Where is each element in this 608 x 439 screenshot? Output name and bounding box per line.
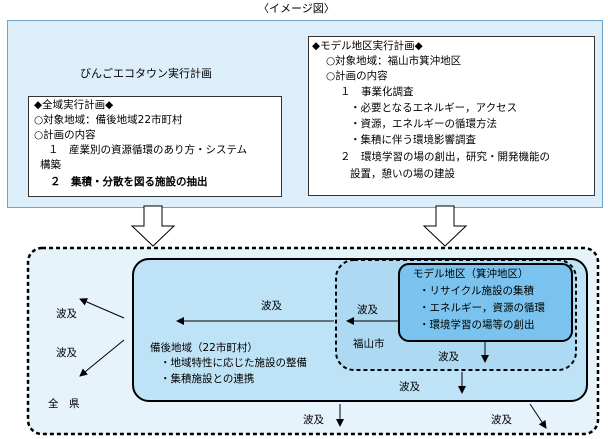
- bingo-title: 備後地域（22市町村）: [150, 342, 258, 354]
- spread-label-bottom-center: 波及: [303, 414, 324, 426]
- down-arrow-right: [422, 205, 468, 247]
- all-area-plan-box: [28, 96, 282, 197]
- spread-label-left-lower: 波及: [56, 347, 77, 359]
- spread-arrow-left-up: [79, 298, 125, 319]
- all-area-plan-item2: ２ 集積・分散を図る施設の抽出: [50, 176, 208, 188]
- eco-town-plan-title: びんごエコタウン実行計画: [80, 67, 212, 80]
- spread-arrow-left-down: [79, 339, 125, 377]
- model-area-title: モデル地区（箕沖地区）: [413, 268, 529, 280]
- all-area-plan-item1-cont: 構築: [40, 159, 61, 171]
- model-plan-content-head: ○計画の内容: [326, 70, 388, 82]
- spread-label-fukuyama-down: 波及: [399, 381, 420, 393]
- spread-label-upper-center: 波及: [261, 300, 282, 312]
- bingo-item1: ・地域特性に応じた施設の整備: [160, 357, 307, 369]
- all-area-plan-item1: １ 産業別の資源循環のあり方・システム: [48, 144, 248, 156]
- model-area-item2: ・エネルギー，資源の循環: [419, 302, 545, 314]
- fukuyama-label: 福山市: [353, 338, 385, 350]
- down-arrow-left: [130, 205, 176, 247]
- all-area-plan-heading: ◆全域実行計画◆: [34, 99, 114, 111]
- all-area-plan-content-head: ○計画の内容: [34, 129, 96, 141]
- all-area-plan-target: ○対象地域：備後地域22市町村: [34, 114, 183, 126]
- prefecture-label: 全 県: [48, 398, 80, 410]
- spread-arrow-bingo-down-right: [529, 403, 547, 429]
- spread-label-model-down: 波及: [438, 351, 459, 363]
- model-plan-sub3: ・集積に伴う環境影響調査: [350, 134, 476, 146]
- model-plan-item1: １ 事業化調査: [340, 86, 414, 98]
- model-plan-sub2: ・資源，エネルギーの循環方法: [350, 118, 497, 130]
- model-plan-item2-cont: 設置，憩いの場の建設: [350, 168, 455, 180]
- spread-label-bottom-right: 波及: [491, 414, 512, 426]
- model-plan-target: ○対象地域：福山市箕沖地区: [326, 55, 462, 67]
- spread-label-left-upper: 波及: [56, 308, 77, 320]
- model-area-region: [398, 263, 573, 342]
- diagram-caption: 〈イメージ図〉: [258, 2, 335, 15]
- model-area-item1: ・リサイクル施設の集積: [419, 285, 534, 297]
- bingo-item2: ・集積施設との連携: [160, 373, 255, 385]
- spread-label-fukuyama: 波及: [357, 304, 378, 316]
- model-plan-sub1: ・必要となるエネルギー，アクセス: [350, 102, 518, 114]
- model-plan-item2: ２ 環境学習の場の創出，研究・開発機能の: [340, 151, 550, 163]
- model-plan-heading: ◆モデル地区実行計画◆: [312, 40, 423, 52]
- model-area-plan-box: [308, 36, 595, 196]
- model-area-item3: ・環境学習の場等の創出: [419, 319, 535, 331]
